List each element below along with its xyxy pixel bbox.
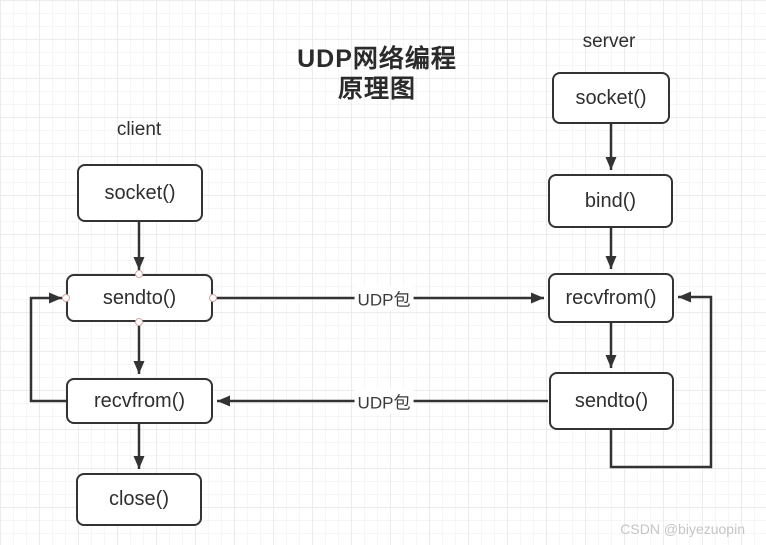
client-close-node: close(): [76, 473, 202, 526]
server-socket-node: socket(): [552, 72, 670, 124]
server-recvfrom-node: recvfrom(): [548, 273, 674, 323]
connection-point-right: [209, 294, 217, 302]
client-column-label: client: [116, 119, 162, 140]
server-recvfrom-label: recvfrom(): [565, 286, 657, 309]
client-close-label: close(): [108, 488, 169, 510]
connection-point-top: [135, 270, 143, 278]
udp-packet-label-bottom: UDP包: [354, 388, 414, 414]
client-socket-label: socket(): [104, 181, 176, 204]
diagram-title: UDP网络编程 原理图: [247, 44, 507, 104]
server-socket-label: socket(): [575, 86, 647, 109]
client-recvfrom-label: recvfrom(): [93, 389, 186, 412]
connection-point-bottom: [135, 318, 143, 326]
client-sendto-label: sendto(): [102, 286, 177, 309]
client-sendto-node: sendto(): [66, 274, 213, 322]
udp-packet-label-top: UDP包: [354, 285, 414, 311]
client-recvfrom-node: recvfrom(): [66, 378, 213, 424]
server-column-label: server: [582, 31, 636, 52]
server-bind-node: bind(): [548, 174, 673, 228]
edge-server-sendto-loop-to-recvfrom: [609, 291, 713, 469]
diagram-title-line1: UDP网络编程: [297, 45, 457, 73]
connection-point-left: [62, 294, 70, 302]
watermark: CSDN @biyezuopin: [620, 521, 745, 537]
client-socket-node: socket(): [77, 164, 203, 222]
server-bind-label: bind(): [584, 189, 637, 212]
diagram-title-line2: 原理图: [337, 75, 416, 103]
server-sendto-node: sendto(): [549, 372, 674, 430]
edge-client-recvfrom-loop-to-sendto: [29, 292, 66, 403]
server-sendto-label: sendto(): [574, 389, 649, 412]
